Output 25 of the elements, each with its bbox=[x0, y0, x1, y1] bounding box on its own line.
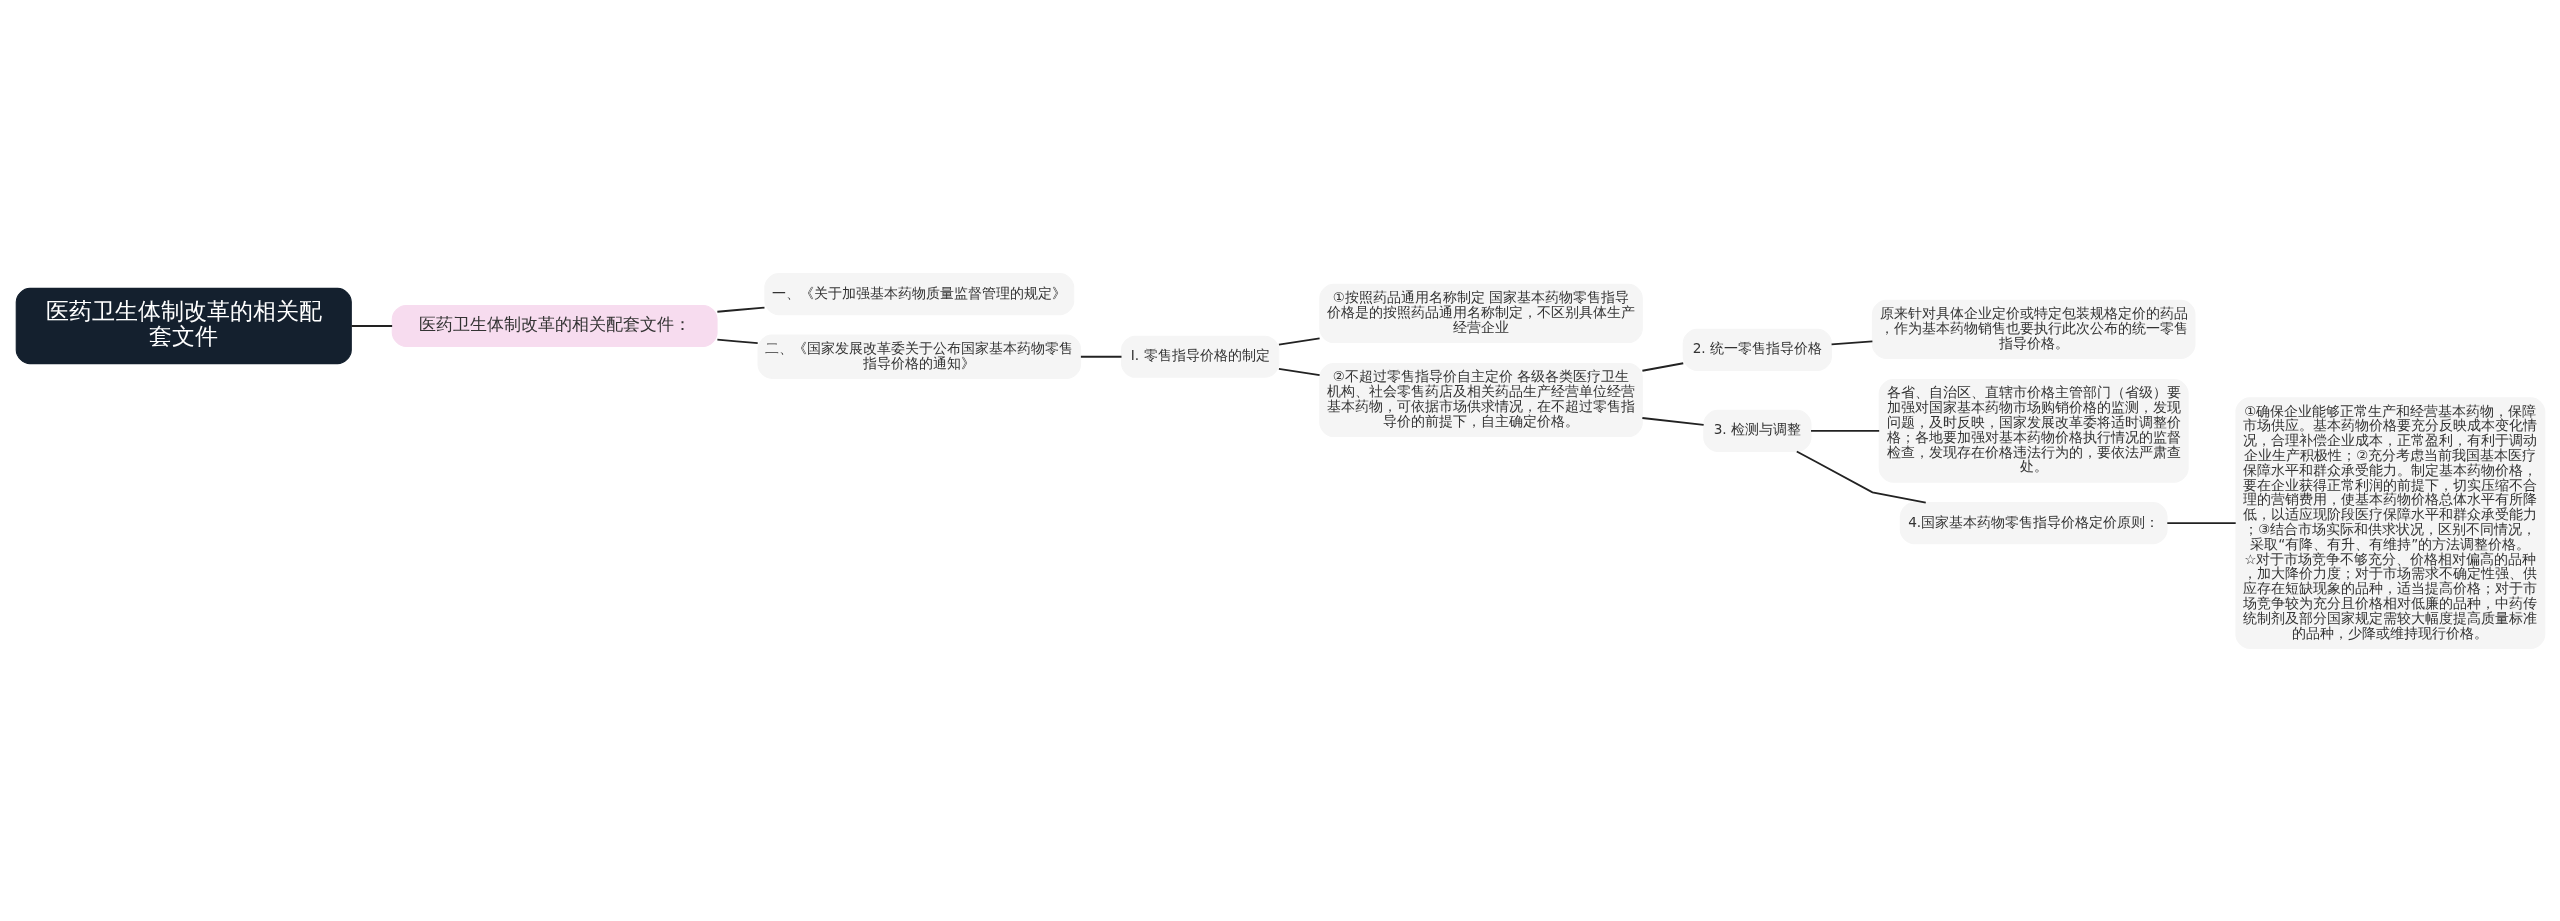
connector bbox=[715, 338, 759, 344]
connector bbox=[1641, 416, 1705, 426]
connector bbox=[2165, 521, 2237, 524]
node-box: ②不超过零售指导价自主定价 各级各类医疗卫生机构、社会零售药店及相关药品生产经营单位经营基本药物，可依据市场供求情况，在不超过零售指导价的前提下，自主确定价格。 bbox=[1318, 362, 1643, 437]
connector bbox=[1079, 355, 1122, 358]
node-box: 3. 检测与调整 bbox=[1702, 409, 1811, 452]
connector bbox=[1830, 339, 1873, 345]
connector bbox=[350, 324, 393, 327]
connector bbox=[1809, 429, 1880, 432]
node-box: 2. 统一零售指导价格 bbox=[1682, 328, 1832, 371]
node-box: 原来针对具体企业定价或特定包装规格定价的药品，作为基本药物销售也要执行此次公布的统一零售指导价格。 bbox=[1871, 299, 2195, 359]
connector bbox=[1277, 336, 1320, 346]
connector bbox=[1641, 361, 1684, 372]
connector bbox=[1277, 367, 1320, 376]
node-box: 各省、自治区、直辖市价格主管部门（省级）要加强对国家基本药物市场购销价格的监测，发现问题，及时反映，国家发展改革委将适时调整价格；各地要加强对基本药物价格执行情况的监督检查，发现存在价格违法行为的，要依法严肃查处。 bbox=[1878, 378, 2189, 483]
node-box: 医药卫生体制改革的相关配套文件： bbox=[391, 304, 718, 347]
node-box: 二、《国家发展改革委关于公布国家基本药物零售指导价格的通知》 bbox=[756, 334, 1081, 379]
node-box: ①确保企业能够正常生产和经营基本药物，保障市场供应。基本药物价格要充分反映成本变化情况，合理补偿企业成本，正常盈利，有利于调动企业生产积极性；②充分考虑当前我国基本医疗保障水平和群众承受能力。制定基本药物价格，要在企业获得正常利润的前提下，切实压缩不合理的营销费用，使基本药物价格总体水平有所降低，以适应现阶段医疗保障水平和群众承受能力；③结合市场实际和供求状况，区别不同情况，采取“有降、有升、有维持”的方法调整价格。☆对于市场竞争不够充分、价格相对偏高的品种，加大降价力度；对于市场需求不确定性强、供应存在短缺现象的品种，适当提高价格；对于市场竞争较为充分且价格相对低廉的品种，中药传统制剂及部分国家规定需较大幅度提高质量标准的品种，少降或维持现行价格。 bbox=[2234, 396, 2545, 649]
node-box: 4.国家基本药物零售指导价格定价原则： bbox=[1899, 501, 2168, 544]
node-box: I. 零售指导价格的制定 bbox=[1120, 335, 1279, 378]
node-box: ①按照药品通用名称制定 国家基本药物零售指导价格是的按照药品通用名称制定，不区别具体生产经营企业 bbox=[1318, 283, 1643, 343]
node-box: 一、《关于加强基本药物质量监督管理的规定》 bbox=[763, 272, 1074, 315]
node-box: 医药卫生体制改革的相关配套文件 bbox=[15, 287, 352, 364]
connector bbox=[1795, 450, 1927, 503]
connector bbox=[715, 306, 765, 313]
